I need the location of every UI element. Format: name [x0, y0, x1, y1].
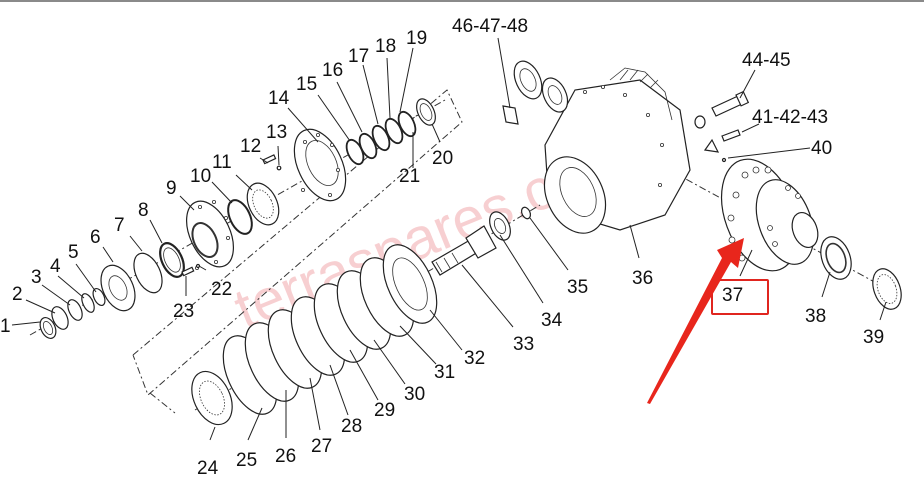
part-13-ball	[276, 165, 282, 171]
part-4-ring	[81, 293, 95, 313]
callout-39: 39	[863, 327, 884, 348]
part-34-bearing	[489, 211, 511, 241]
part-6-flange	[100, 264, 136, 312]
callout-34: 34	[541, 310, 563, 331]
callout-7: 7	[114, 215, 125, 236]
callout-12: 12	[240, 136, 261, 157]
callout-5: 5	[68, 242, 79, 263]
callout-11: 11	[212, 152, 232, 173]
callout-labels: 1 2 3 4 5 6 7 8 9 10 11 12 13 14 15 16 1…	[0, 16, 884, 479]
part-20-seal	[416, 98, 436, 126]
clutch-discs	[222, 244, 438, 415]
part-3-ring	[67, 299, 83, 321]
callout-22: 22	[211, 279, 232, 300]
part-2-washer	[51, 306, 69, 330]
callout-23: 23	[173, 301, 194, 322]
callout-44-45: 44-45	[742, 50, 791, 71]
callout-15: 15	[296, 74, 317, 95]
callout-17: 17	[348, 46, 369, 67]
callout-10: 10	[190, 166, 211, 187]
part-1-nut	[39, 317, 57, 339]
callout-4: 4	[50, 256, 61, 277]
callout-40: 40	[811, 138, 832, 159]
callout-14: 14	[268, 88, 290, 109]
callout-41-42-43: 41-42-43	[752, 107, 828, 128]
callout-35: 35	[567, 277, 588, 298]
callout-18: 18	[375, 36, 396, 57]
part-33-pinion-shaft	[431, 225, 497, 276]
part-40-pin	[721, 157, 727, 163]
part-39-bearing-cone	[872, 268, 902, 310]
part-24-bearing	[191, 370, 233, 426]
callout-8: 8	[138, 200, 149, 221]
highlight-box-37	[711, 279, 769, 315]
callout-38: 38	[805, 306, 826, 327]
part-22-23-pin	[181, 263, 201, 277]
callout-31: 31	[434, 362, 455, 383]
part-7-ring	[133, 252, 163, 294]
callout-26: 26	[275, 446, 296, 467]
red-arrow-pointer	[647, 238, 744, 404]
callout-13: 13	[266, 122, 287, 143]
callout-30: 30	[404, 384, 425, 405]
callout-16: 16	[322, 60, 343, 81]
callout-33: 33	[513, 334, 534, 355]
callout-28: 28	[341, 416, 362, 437]
leader-lines	[11, 37, 887, 441]
part-41-42-43-lock	[703, 129, 741, 153]
callout-27: 27	[311, 436, 332, 457]
part-36-housing	[543, 67, 691, 234]
callout-9: 9	[166, 178, 177, 199]
part-8-seal	[159, 242, 185, 278]
boundary-tick	[149, 392, 176, 414]
part-9-cover	[186, 199, 234, 270]
callout-6: 6	[90, 227, 101, 248]
callout-46-47-48: 46-47-48	[452, 16, 528, 37]
part-12-pin	[262, 154, 277, 165]
callout-19: 19	[406, 28, 427, 49]
top-border-line	[0, 0, 924, 2]
callout-25: 25	[236, 450, 257, 471]
callout-37: 37	[722, 285, 743, 306]
callout-24: 24	[197, 458, 219, 479]
part-11-bearing	[246, 182, 280, 226]
part-44-45-bolt	[694, 90, 750, 129]
part-46-47-48-seal-bearing	[502, 60, 569, 125]
callout-32: 32	[464, 348, 485, 369]
part-5-ring	[92, 287, 106, 307]
part-14-housing-ring	[293, 128, 347, 202]
part-35-o-ring	[520, 206, 532, 220]
part-21-ring	[397, 110, 417, 138]
callout-3: 3	[31, 267, 42, 288]
callout-1: 1	[0, 316, 11, 337]
callout-2: 2	[12, 284, 23, 305]
part-38-bearing-cup	[820, 236, 852, 280]
part-16-ring	[358, 132, 378, 160]
callout-29: 29	[374, 400, 395, 421]
callout-36: 36	[632, 268, 653, 289]
callout-20: 20	[432, 148, 453, 169]
part-10-snap-ring	[227, 199, 253, 235]
callout-21: 21	[399, 166, 420, 187]
